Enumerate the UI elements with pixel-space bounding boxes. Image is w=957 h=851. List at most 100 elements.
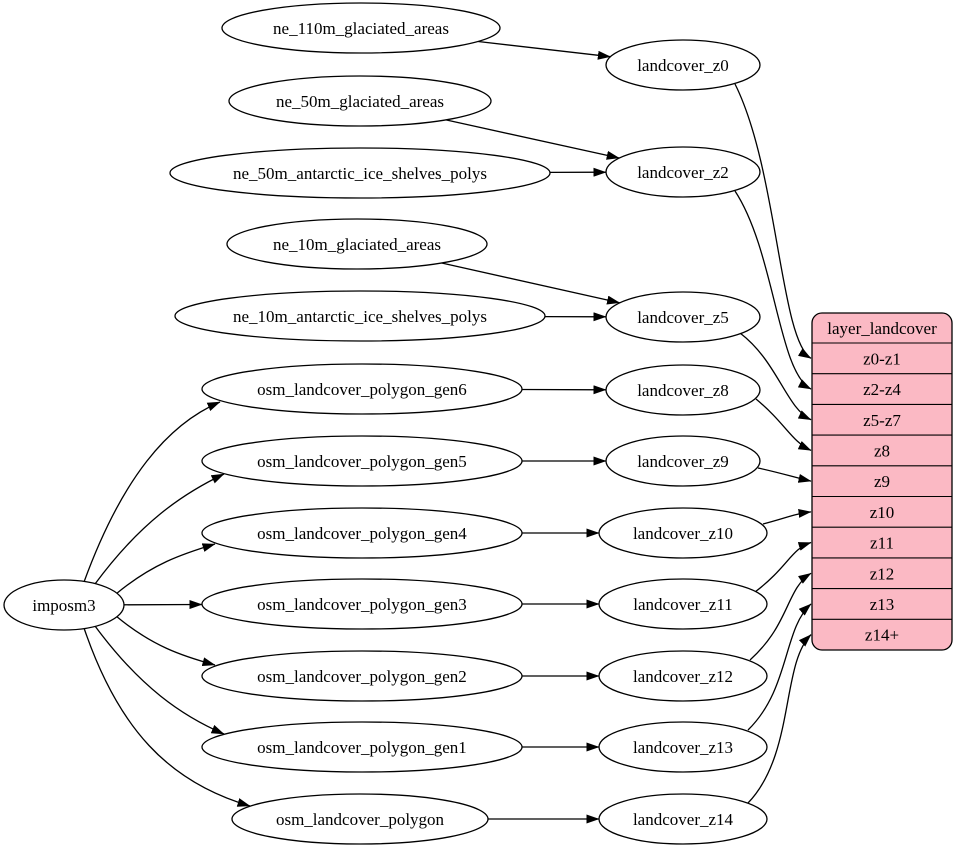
node-osm_landcover_polygon_gen5: osm_landcover_polygon_gen5 <box>201 435 523 487</box>
edge-imposm3-to-osm_landcover_polygon_gen6 <box>83 401 221 583</box>
edge-ne_50m_glaciated_areas-to-landcover_z2 <box>445 119 620 160</box>
node-landcover_z0: landcover_z0 <box>605 39 761 91</box>
node-landcover_z13: landcover_z13 <box>598 721 768 773</box>
landcover_z5-label: landcover_z5 <box>637 308 729 327</box>
record-row-z12: z12 <box>870 564 895 583</box>
osm_landcover_polygon_gen6-label: osm_landcover_polygon_gen6 <box>257 380 467 399</box>
ne_10m_antarctic_ice_shelves_polys-shape <box>174 290 546 342</box>
record-row-z14+: z14+ <box>865 626 899 645</box>
osm_landcover_polygon_gen2-label: osm_landcover_polygon_gen2 <box>257 667 467 686</box>
osm_landcover_polygon_gen5-shape <box>201 435 523 487</box>
node-osm_landcover_polygon_gen2: osm_landcover_polygon_gen2 <box>201 650 523 702</box>
landcover_z8-label: landcover_z8 <box>637 381 729 400</box>
osm_landcover_polygon_gen1-shape <box>201 721 523 773</box>
edge-landcover_z5-to-layer_landcover:z5-z7 <box>739 332 812 421</box>
node-landcover_z5: landcover_z5 <box>605 291 761 343</box>
osm_landcover_polygon_gen6-shape <box>201 363 523 415</box>
imposm3-shape <box>3 579 125 631</box>
node-ne_50m_glaciated_areas: ne_50m_glaciated_areas <box>228 75 492 127</box>
landcover_z5-shape <box>605 291 761 343</box>
node-layer: imposm3 ne_110m_glaciated_areas ne_50m_gla… <box>3 2 953 845</box>
node-landcover_z9: landcover_z9 <box>605 435 761 487</box>
landcover_z11-shape <box>598 578 768 630</box>
node-osm_landcover_polygon_gen4: osm_landcover_polygon_gen4 <box>201 507 523 559</box>
landcover_z13-label: landcover_z13 <box>633 738 733 757</box>
landcover_z10-label: landcover_z10 <box>633 524 733 543</box>
edge-landcover_z13-to-layer_landcover:z13 <box>747 603 812 731</box>
landcover_z12-shape <box>598 650 768 702</box>
osm_landcover_polygon_gen4-label: osm_landcover_polygon_gen4 <box>257 524 467 543</box>
ne_110m_glaciated_areas-label: ne_110m_glaciated_areas <box>273 19 449 38</box>
osm_landcover_polygon_gen3-label: osm_landcover_polygon_gen3 <box>257 595 467 614</box>
landcover_z14-label: landcover_z14 <box>633 810 734 829</box>
node-osm_landcover_polygon_gen1: osm_landcover_polygon_gen1 <box>201 721 523 773</box>
record-title: layer_landcover <box>827 319 937 338</box>
osm_landcover_polygon_gen4-shape <box>201 507 523 559</box>
ne_50m_antarctic_ice_shelves_polys-shape <box>169 147 551 199</box>
edge-landcover_z10-to-layer_landcover:z10 <box>762 508 812 525</box>
osm_landcover_polygon-shape <box>231 793 489 845</box>
landcover_z13-shape <box>598 721 768 773</box>
edge-imposm3-to-osm_landcover_polygon <box>83 627 251 807</box>
node-osm_landcover_polygon: osm_landcover_polygon <box>231 793 489 845</box>
record-layer_landcover: layer_landcover z0-z1 z2-z4 z5-z7 z8 z9 z10 z11… <box>811 312 953 651</box>
record-row-z5-z7: z5-z7 <box>863 411 901 430</box>
edge-landcover_z0-to-layer_landcover:z0-z1 <box>734 83 812 359</box>
landcover_z14-shape <box>598 793 768 845</box>
node-osm_landcover_polygon_gen6: osm_landcover_polygon_gen6 <box>201 363 523 415</box>
edge-landcover_z9-to-layer_landcover:z9 <box>757 467 812 483</box>
landcover_z2-shape <box>605 146 761 198</box>
edge-imposm3-to-osm_landcover_polygon_gen4 <box>115 543 216 595</box>
landcover_z0-label: landcover_z0 <box>637 56 729 75</box>
edge-landcover_z8-to-layer_landcover:z8 <box>755 398 812 452</box>
edge-landcover_z12-to-layer_landcover:z12 <box>749 572 812 661</box>
record-row-z11: z11 <box>870 534 894 553</box>
landcover_z9-shape <box>605 435 761 487</box>
osm_landcover_polygon-label: osm_landcover_polygon <box>276 810 445 829</box>
record-box <box>811 312 953 651</box>
landcover_z10-shape <box>598 507 768 559</box>
landcover_z9-label: landcover_z9 <box>637 452 729 471</box>
node-imposm3: imposm3 <box>3 579 125 631</box>
edge-imposm3-to-osm_landcover_polygon_gen5 <box>94 473 225 585</box>
node-landcover_z12: landcover_z12 <box>598 650 768 702</box>
edge-landcover_z14-to-layer_landcover:z14+ <box>747 634 812 804</box>
node-landcover_z10: landcover_z10 <box>598 507 768 559</box>
edge-imposm3-to-osm_landcover_polygon_gen1 <box>94 625 225 735</box>
record-row-z13: z13 <box>870 595 895 614</box>
ne_10m_glaciated_areas-label: ne_10m_glaciated_areas <box>273 235 441 254</box>
edge-landcover_z2-to-layer_landcover:z2-z4 <box>734 190 812 390</box>
node-ne_10m_antarctic_ice_shelves_polys: ne_10m_antarctic_ice_shelves_polys <box>174 290 546 342</box>
node-ne_50m_antarctic_ice_shelves_polys: ne_50m_antarctic_ice_shelves_polys <box>169 147 551 199</box>
ne_50m_glaciated_areas-shape <box>228 75 492 127</box>
landcover_z12-label: landcover_z12 <box>633 667 733 686</box>
osm_landcover_polygon_gen3-shape <box>201 578 523 630</box>
landcover_z0-shape <box>605 39 761 91</box>
node-ne_10m_glaciated_areas: ne_10m_glaciated_areas <box>226 218 488 270</box>
node-ne_110m_glaciated_areas: ne_110m_glaciated_areas <box>221 2 501 54</box>
imposm3-label: imposm3 <box>32 596 95 615</box>
record-row-z2-z4: z2-z4 <box>863 380 901 399</box>
ne_10m_glaciated_areas-shape <box>226 218 488 270</box>
edge-landcover_z11-to-layer_landcover:z11 <box>754 541 812 593</box>
edge-ne_10m_glaciated_areas-to-landcover_z5 <box>441 262 621 305</box>
osm_landcover_polygon_gen1-label: osm_landcover_polygon_gen1 <box>257 738 467 757</box>
record-row-z8: z8 <box>874 441 890 460</box>
node-landcover_z11: landcover_z11 <box>598 578 768 630</box>
landcover_z2-label: landcover_z2 <box>637 163 729 182</box>
ne_50m_antarctic_ice_shelves_polys-label: ne_50m_antarctic_ice_shelves_polys <box>233 164 487 183</box>
ne_10m_antarctic_ice_shelves_polys-label: ne_10m_antarctic_ice_shelves_polys <box>233 307 487 326</box>
record-row-z10: z10 <box>870 503 895 522</box>
record-row-z0-z1: z0-z1 <box>863 349 901 368</box>
record-row-z9: z9 <box>874 472 890 491</box>
node-landcover_z8: landcover_z8 <box>605 364 761 416</box>
ne_110m_glaciated_areas-shape <box>221 2 501 54</box>
edge-imposm3-to-osm_landcover_polygon_gen2 <box>115 615 216 667</box>
osm_landcover_polygon_gen2-shape <box>201 650 523 702</box>
ne_50m_glaciated_areas-label: ne_50m_glaciated_areas <box>276 92 444 111</box>
edge-ne_110m_glaciated_areas-to-landcover_z0 <box>478 40 611 60</box>
osm_landcover_polygon_gen5-label: osm_landcover_polygon_gen5 <box>257 452 467 471</box>
landcover_z8-shape <box>605 364 761 416</box>
